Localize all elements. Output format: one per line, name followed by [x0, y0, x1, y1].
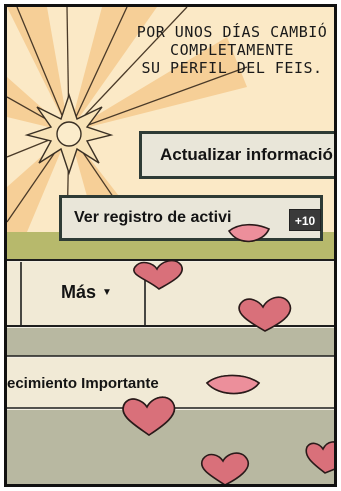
caret-down-icon: ▼ — [102, 287, 112, 298]
caption-text: Por unos días cambió completamente su pe… — [127, 23, 334, 77]
sun-ray — [7, 132, 69, 232]
caption-line: su perfil del feis. — [141, 59, 323, 77]
caption-line: completamente — [170, 41, 294, 59]
caption-line: Por unos días cambió — [136, 23, 328, 41]
heart-icon — [238, 296, 292, 332]
more-button[interactable]: Más ▼ — [61, 282, 112, 303]
more-label: Más — [61, 282, 97, 302]
bottom-area — [7, 410, 334, 484]
heart-icon — [200, 452, 250, 484]
sun-ray — [69, 7, 157, 132]
life-event-label[interactable]: ecimiento Importante — [7, 375, 159, 392]
background-scene — [7, 7, 334, 484]
activity-count-badge: +10 — [289, 209, 321, 231]
comic-panel: Por unos días cambió completamente su pe… — [4, 4, 337, 487]
sun-ray — [69, 37, 247, 132]
activity-log-button[interactable]: Ver registro de activi — [59, 195, 323, 241]
heart-icon — [305, 441, 334, 474]
update-info-button[interactable]: Actualizar informació — [139, 131, 334, 179]
hearts — [122, 259, 334, 484]
heart-icon — [133, 259, 183, 290]
gray-band — [7, 328, 334, 356]
sun-ray — [7, 7, 69, 132]
